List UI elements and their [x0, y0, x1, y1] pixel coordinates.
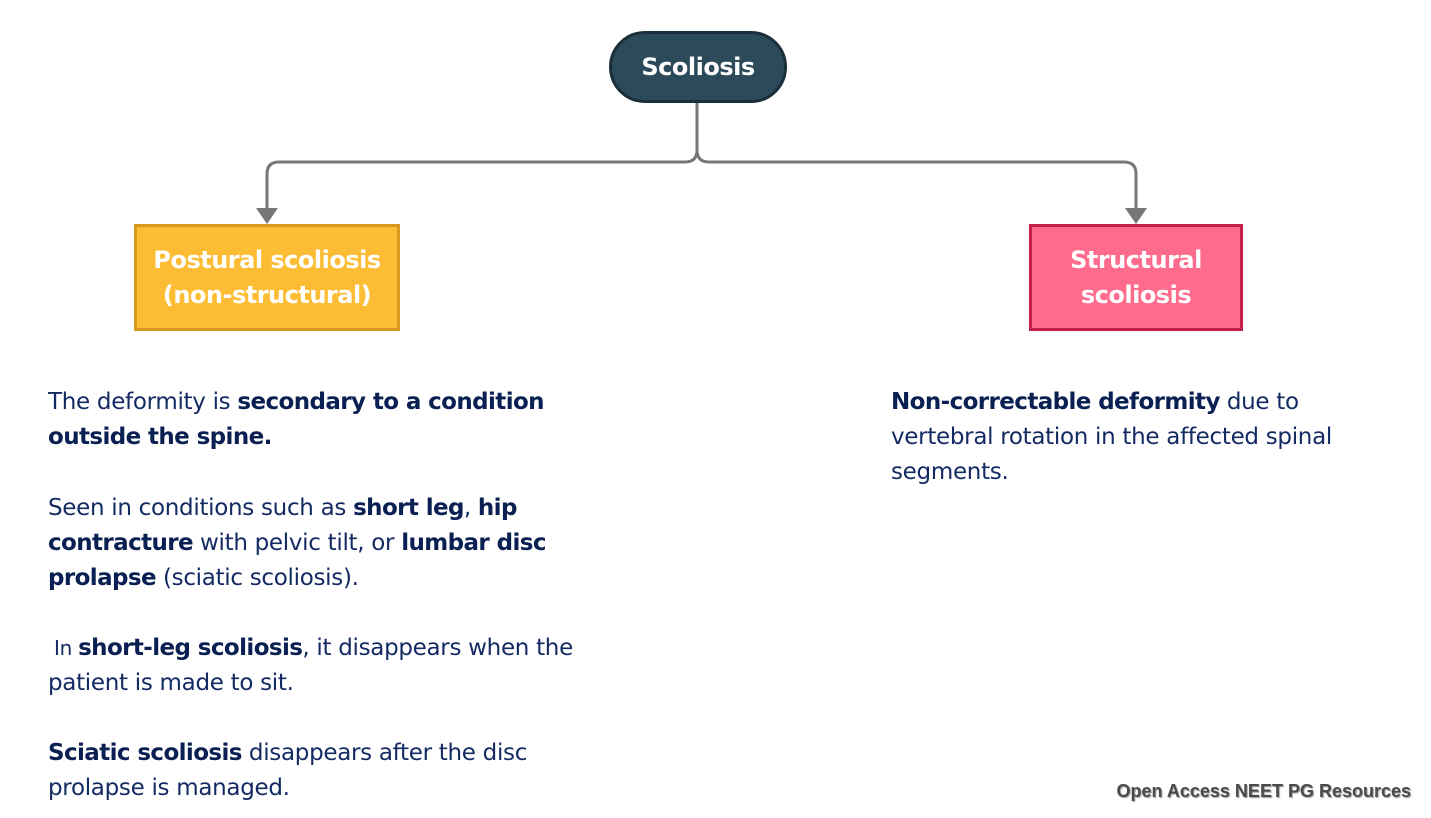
text-run: , — [463, 495, 478, 521]
text-run-bold: short-leg scoliosis — [78, 635, 303, 661]
structural-label-line-2: scoliosis — [1080, 280, 1192, 309]
structural-description-1: Non-correctable deformity due to vertebr… — [891, 385, 1391, 490]
postural-label-line-2: (non-structural) — [162, 280, 372, 309]
text-run-bold: short leg — [353, 495, 464, 521]
text-run: with pelvic tilt, or — [193, 530, 402, 556]
arrowhead-structural — [1125, 208, 1147, 224]
arrowhead-postural — [256, 208, 278, 224]
text-run-bold: secondary to a condition outside the spi… — [48, 389, 545, 450]
root-node-label: Scoliosis — [641, 53, 755, 81]
root-node-scoliosis: Scoliosis — [609, 31, 787, 103]
text-run: , it disappears when the patient is made… — [48, 635, 573, 696]
structural-label-line-1: Structural — [1070, 245, 1202, 274]
text-run-bold: hip contracture — [48, 495, 517, 556]
postural-description-4: Sciatic scoliosis disappears after the d… — [48, 736, 588, 806]
node-structural-scoliosis: Structural scoliosis — [1029, 224, 1243, 331]
postural-description-1: The deformity is secondary to a conditio… — [48, 385, 588, 455]
connector-root-to-structural — [695, 103, 1138, 210]
postural-description-3: In short-leg scoliosis, it disappears wh… — [48, 631, 588, 701]
text-run: (sciatic scoliosis). — [155, 565, 359, 591]
watermark-text: Open Access NEET PG Resources — [1116, 781, 1411, 801]
text-run-bold: Sciatic scoliosis — [48, 740, 242, 766]
text-run: disappears after the disc prolapse is ma… — [48, 740, 528, 801]
connector-root-to-postural — [265, 103, 699, 210]
text-run: The deformity is — [48, 389, 238, 415]
text-run-bold: Non-correctable deformity — [891, 389, 1220, 415]
text-run: Seen in conditions such as — [48, 495, 354, 521]
node-postural-scoliosis: Postural scoliosis (non-structural) — [134, 224, 400, 331]
postural-description-2: Seen in conditions such as short leg, hi… — [48, 491, 588, 596]
text-run: In — [48, 636, 79, 660]
text-run-bold: lumbar disc prolapse — [48, 530, 546, 591]
postural-label-line-1: Postural scoliosis — [153, 245, 381, 274]
text-run: due to vertebral rotation in the affecte… — [891, 389, 1332, 485]
